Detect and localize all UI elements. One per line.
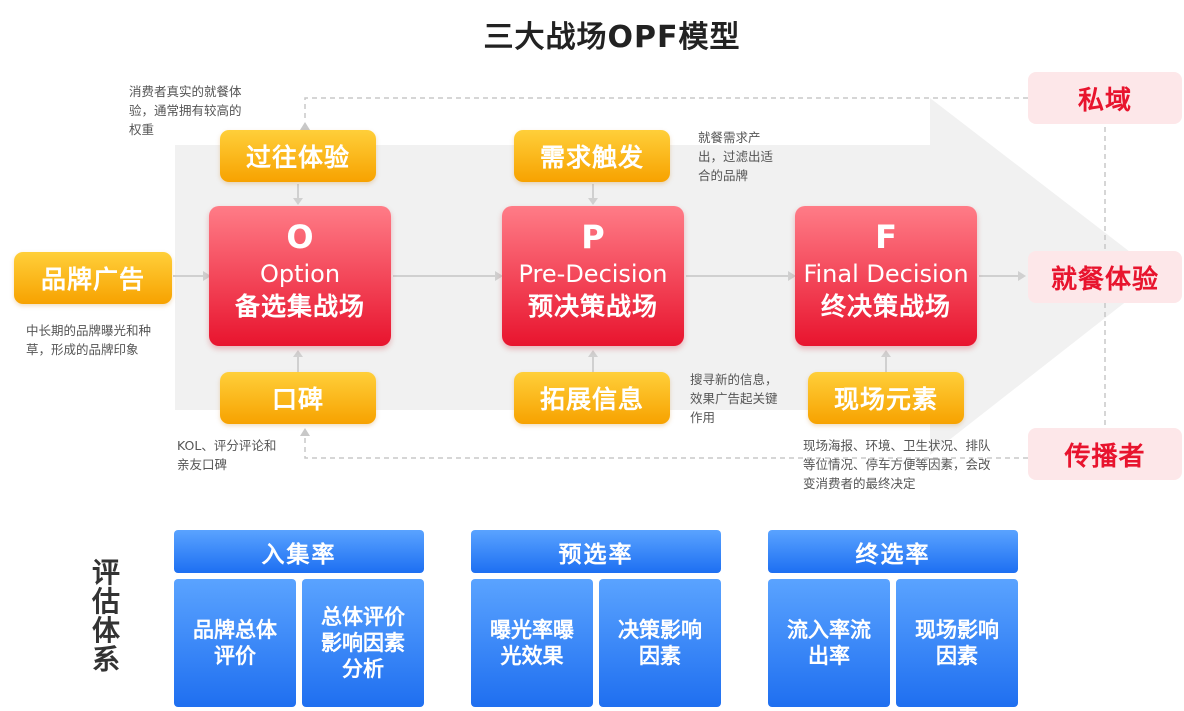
spreader-pill: 传播者 xyxy=(1028,428,1182,480)
eval-cell: 曝光率曝光效果 xyxy=(471,579,593,707)
stage-letter: O xyxy=(286,218,314,256)
eval-cell: 流入率流出率 xyxy=(768,579,890,707)
note-past-experience: 消费者真实的就餐体验，通常拥有较高的权重 xyxy=(129,84,242,137)
eval-header-final-rate: 终选率 xyxy=(768,530,1018,573)
arrowhead-up-past xyxy=(300,122,310,130)
eval-header-preselect-rate: 预选率 xyxy=(471,530,721,573)
stage-english: Option xyxy=(259,260,341,288)
note-word-of-mouth: KOL、评分评论和亲友口碑 xyxy=(177,438,277,472)
expand-info-box: 拓展信息 xyxy=(514,372,670,424)
page-title: 三大战场OPF模型 xyxy=(483,20,741,55)
eval-cell: 总体评价影响因素分析 xyxy=(302,579,424,707)
arrowhead-up-wom xyxy=(300,428,310,436)
stage-card-option: O Option 备选集战场 xyxy=(209,206,391,346)
stage-card-pre-decision: P Pre-Decision 预决策战场 xyxy=(502,206,684,346)
stage-card-final-decision: F Final Decision 终决策战场 xyxy=(795,206,977,346)
note-demand-trigger: 就餐需求产出，过滤出适合的品牌 xyxy=(698,130,774,183)
dining-experience-pill: 就餐体验 xyxy=(1028,251,1182,303)
eval-header-entry-rate: 入集率 xyxy=(174,530,424,573)
demand-trigger-box: 需求触发 xyxy=(514,130,670,182)
eval-cell: 品牌总体评价 xyxy=(174,579,296,707)
eval-cell: 现场影响因素 xyxy=(896,579,1018,707)
stage-chinese: 终决策战场 xyxy=(820,292,951,321)
evaluation-label: 评估体系 xyxy=(91,556,120,676)
past-experience-box: 过往体验 xyxy=(220,130,376,182)
loop-spreader-dashed xyxy=(304,434,1028,459)
stage-chinese: 备选集战场 xyxy=(234,292,365,321)
stage-letter: F xyxy=(875,218,897,256)
stage-chinese: 预决策战场 xyxy=(527,292,658,321)
stage-letter: P xyxy=(581,218,605,256)
loop-private-dashed xyxy=(304,97,1028,120)
brand-ad-box: 品牌广告 xyxy=(14,252,172,304)
note-onsite-elements: 现场海报、环境、卫生状况、排队等位情况、停车方便等因素，会改变消费者的最终决定 xyxy=(803,438,991,491)
stage-english: Pre-Decision xyxy=(518,260,668,288)
eval-cell: 决策影响因素 xyxy=(599,579,721,707)
stage-english: Final Decision xyxy=(803,260,969,288)
private-domain-pill: 私域 xyxy=(1028,72,1182,124)
onsite-elements-box: 现场元素 xyxy=(808,372,964,424)
note-brand-ad: 中长期的品牌曝光和种草，形成的品牌印象 xyxy=(26,323,152,357)
word-of-mouth-box: 口碑 xyxy=(220,372,376,424)
note-expand-info: 搜寻新的信息，效果广告起关键作用 xyxy=(690,372,778,425)
